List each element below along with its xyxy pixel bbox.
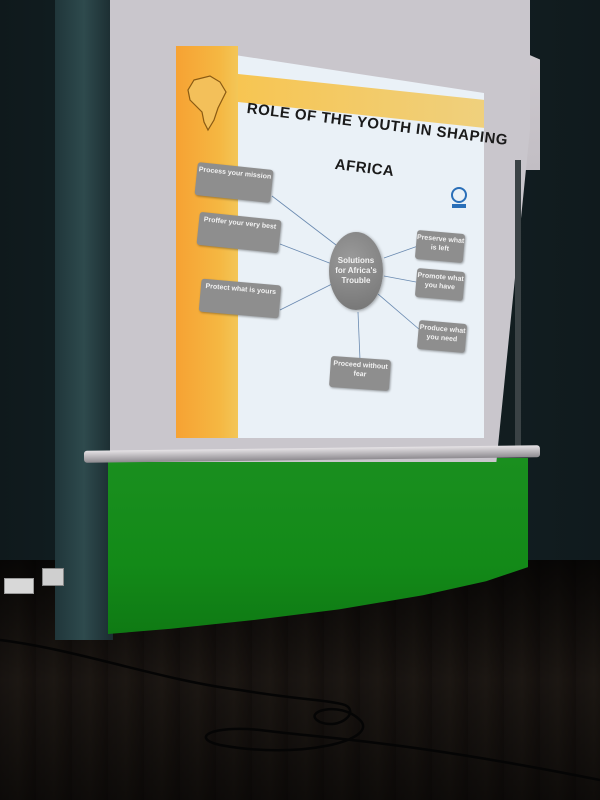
africa-map-icon (187, 75, 227, 132)
power-outlet (4, 578, 34, 594)
power-plug (42, 568, 64, 586)
unep-logo-icon (451, 187, 467, 208)
hub-label: Solutions for Africa's Trouble (335, 256, 377, 285)
hub-solutions: Solutions for Africa's Trouble (329, 232, 383, 310)
screen-edge (515, 160, 521, 450)
left-pillar (55, 0, 113, 640)
